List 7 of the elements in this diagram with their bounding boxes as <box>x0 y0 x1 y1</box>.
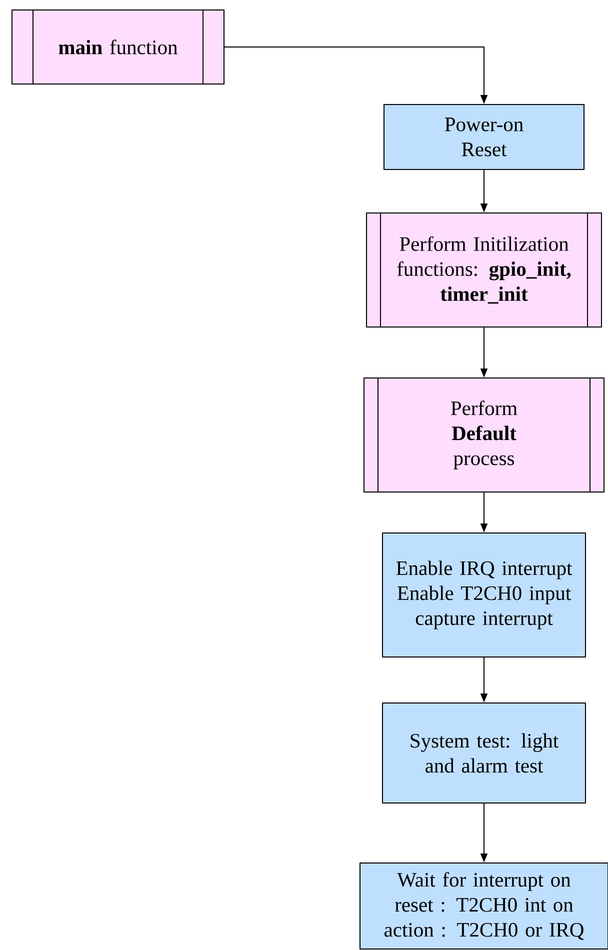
process-box: Power-on Reset <box>384 104 584 170</box>
subroutine-box: Perform Default process <box>364 378 604 492</box>
process-box: Wait for interrupt on reset : T2CH0 int on action : T2CH0 or IRQ <box>360 862 608 950</box>
process-box: System test: light and alarm test <box>382 702 586 804</box>
process-box: Enable IRQ interrupt Enable T2CH0 input capture interrupt <box>382 532 586 658</box>
subroutine-box: Perform Initilization functions: gpio_init, timer_init <box>366 212 602 328</box>
subroutine-box: main function <box>12 10 224 84</box>
